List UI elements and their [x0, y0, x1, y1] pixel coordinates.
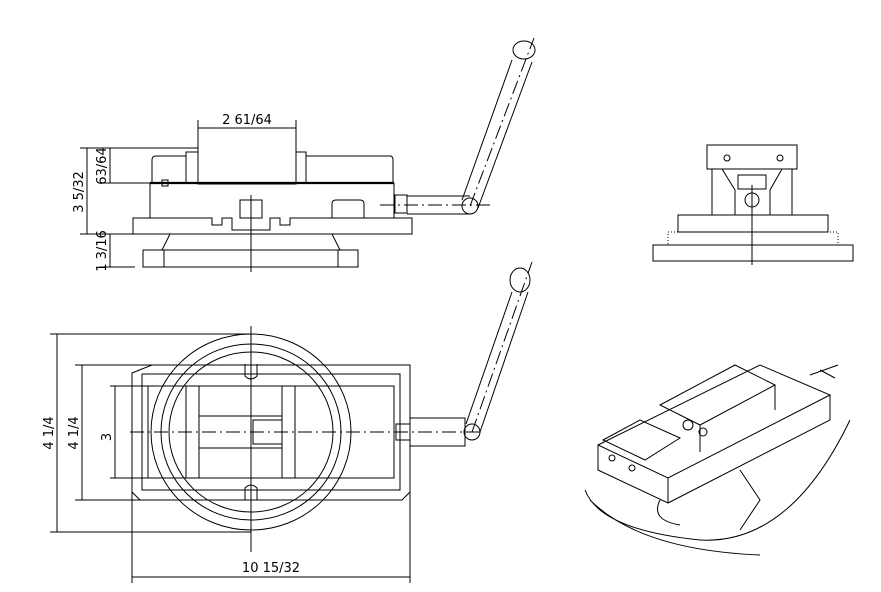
handle-knob [512, 40, 536, 60]
dim-base-height: 1 3/16 [95, 230, 110, 272]
screw-end [394, 194, 408, 214]
jaw-outline [151, 151, 394, 183]
body-outline [131, 364, 411, 501]
dim-body-height: 3 5/32 [72, 171, 87, 213]
dim-jaw-opening: 3 [100, 433, 115, 441]
base-plate [132, 217, 413, 235]
side-view: 2 61/64 63/64 3 5/32 1 3/16 [72, 37, 536, 272]
dim-body-width: 4 1/4 [67, 416, 82, 449]
front-view [652, 144, 854, 265]
dim-jaw-width: 2 61/64 [222, 113, 272, 128]
dim-jaw-height: 63/64 [95, 147, 110, 184]
isometric-view [584, 364, 851, 556]
handle [461, 59, 533, 209]
screw [407, 195, 470, 215]
fixed-jaw [197, 127, 297, 185]
front-base [652, 244, 854, 262]
dim-overall-width: 4 1/4 [42, 416, 57, 449]
dim-overall-length: 10 15/32 [242, 561, 300, 576]
top-view: 4 1/4 4 1/4 3 10 15/32 [42, 261, 533, 583]
